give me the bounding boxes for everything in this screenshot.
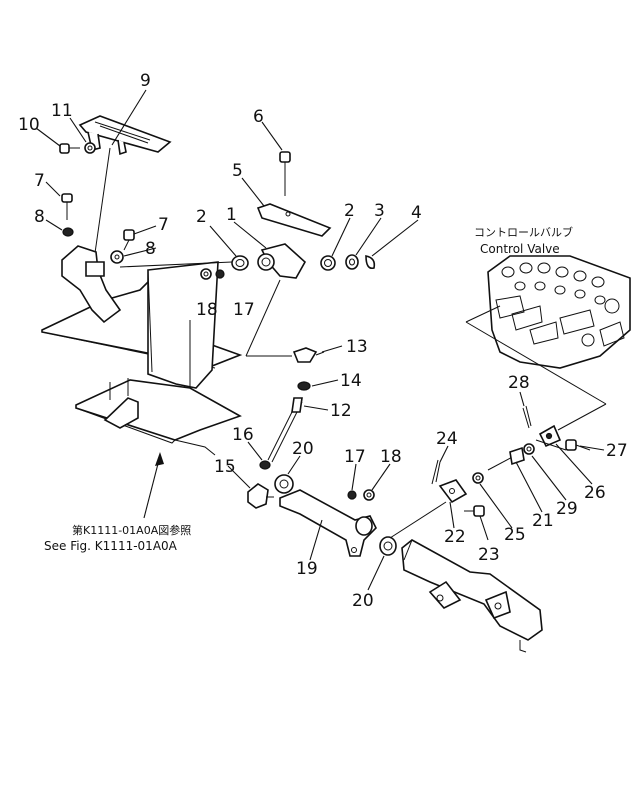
callout-4: 4: [411, 203, 422, 223]
leader-lines: [35, 89, 607, 591]
bolt-6: [279, 151, 291, 196]
callout-21: 21: [532, 511, 554, 531]
bolt-27: [565, 439, 591, 451]
bushing-2-right: [320, 255, 336, 271]
ball-joint-15: [247, 483, 274, 509]
clip-4: [365, 255, 376, 270]
nut-14: [297, 381, 311, 391]
callout-7-left: 7: [34, 171, 45, 191]
callout-8-right: 8: [145, 239, 156, 259]
callout-numbers: 9 10 11 7 8 7 8 6 5 2 1 2 3 4 18 17 13 1…: [18, 71, 628, 611]
callout-3: 3: [374, 201, 385, 221]
bracket-5: [256, 203, 332, 237]
callout-22: 22: [444, 527, 466, 547]
callout-26: 26: [584, 483, 606, 503]
callout-1: 1: [226, 205, 237, 225]
clevis-26: [538, 424, 562, 448]
control-valve-label: コントロールバルブ Control Valve: [474, 225, 573, 256]
callout-27: 27: [606, 441, 628, 461]
rod-12: [267, 397, 303, 463]
callout-17-upper: 17: [233, 300, 255, 320]
bushing-2-left: [231, 255, 249, 271]
callout-24: 24: [436, 429, 458, 449]
clevis-22: [438, 479, 468, 504]
nut-16: [259, 460, 271, 470]
reference-label-jp: 第K1111-01A0A図参照: [72, 523, 191, 537]
callout-15: 15: [214, 457, 236, 477]
column-cover: [147, 261, 219, 389]
callout-8-left: 8: [34, 207, 45, 227]
callout-10: 10: [18, 115, 40, 135]
callout-18-lower: 18: [380, 447, 402, 467]
callout-9: 9: [140, 71, 151, 91]
callout-17-lower: 17: [344, 447, 366, 467]
callout-7-right: 7: [158, 215, 169, 235]
washer-17-lower: [347, 490, 357, 500]
callout-19: 19: [296, 559, 318, 579]
bushing-20-lower: [379, 536, 397, 556]
shaft-assembly: [401, 539, 543, 653]
callout-12: 12: [330, 401, 352, 421]
callout-23: 23: [478, 545, 500, 565]
pedal-assembly: [61, 115, 172, 324]
bolt-7-left: [61, 193, 74, 237]
control-valve-label-jp: コントロールバルブ: [474, 225, 573, 239]
callout-2-left: 2: [196, 207, 207, 227]
nut-18-17-upper: [200, 268, 225, 280]
callout-11: 11: [51, 101, 73, 121]
control-valve-label-en: Control Valve: [480, 242, 560, 256]
reference-label: 第K1111-01A0A図参照 See Fig. K1111-01A0A: [44, 523, 191, 553]
callout-25: 25: [504, 525, 526, 545]
callout-20-lower: 20: [352, 591, 374, 611]
callout-29: 29: [556, 499, 578, 519]
bolt-7-right: [110, 229, 135, 264]
ball-joint-13: [292, 347, 325, 363]
nut-18-lower: [363, 489, 375, 501]
lever-19: [279, 489, 377, 557]
callout-28: 28: [508, 373, 530, 393]
reference-label-en: See Fig. K1111-01A0A: [44, 539, 178, 553]
bolt-10: [59, 142, 96, 154]
nut-29: [523, 443, 535, 455]
callout-6: 6: [253, 107, 264, 127]
callout-5: 5: [232, 161, 243, 181]
control-valve: [487, 255, 631, 369]
washer-3: [345, 254, 359, 270]
pin-28: [522, 405, 532, 429]
lever-1: [257, 243, 307, 279]
callout-16: 16: [232, 425, 254, 445]
callout-18-upper: 18: [196, 300, 218, 320]
bushing-20-upper: [274, 474, 294, 494]
callout-13: 13: [346, 337, 368, 357]
rod-21: [487, 446, 525, 471]
nut-25: [472, 472, 484, 484]
callout-14: 14: [340, 371, 362, 391]
callout-20-upper: 20: [292, 439, 314, 459]
bolt-23: [464, 505, 485, 517]
pin-24: [431, 459, 441, 485]
callout-2-right: 2: [344, 201, 355, 221]
